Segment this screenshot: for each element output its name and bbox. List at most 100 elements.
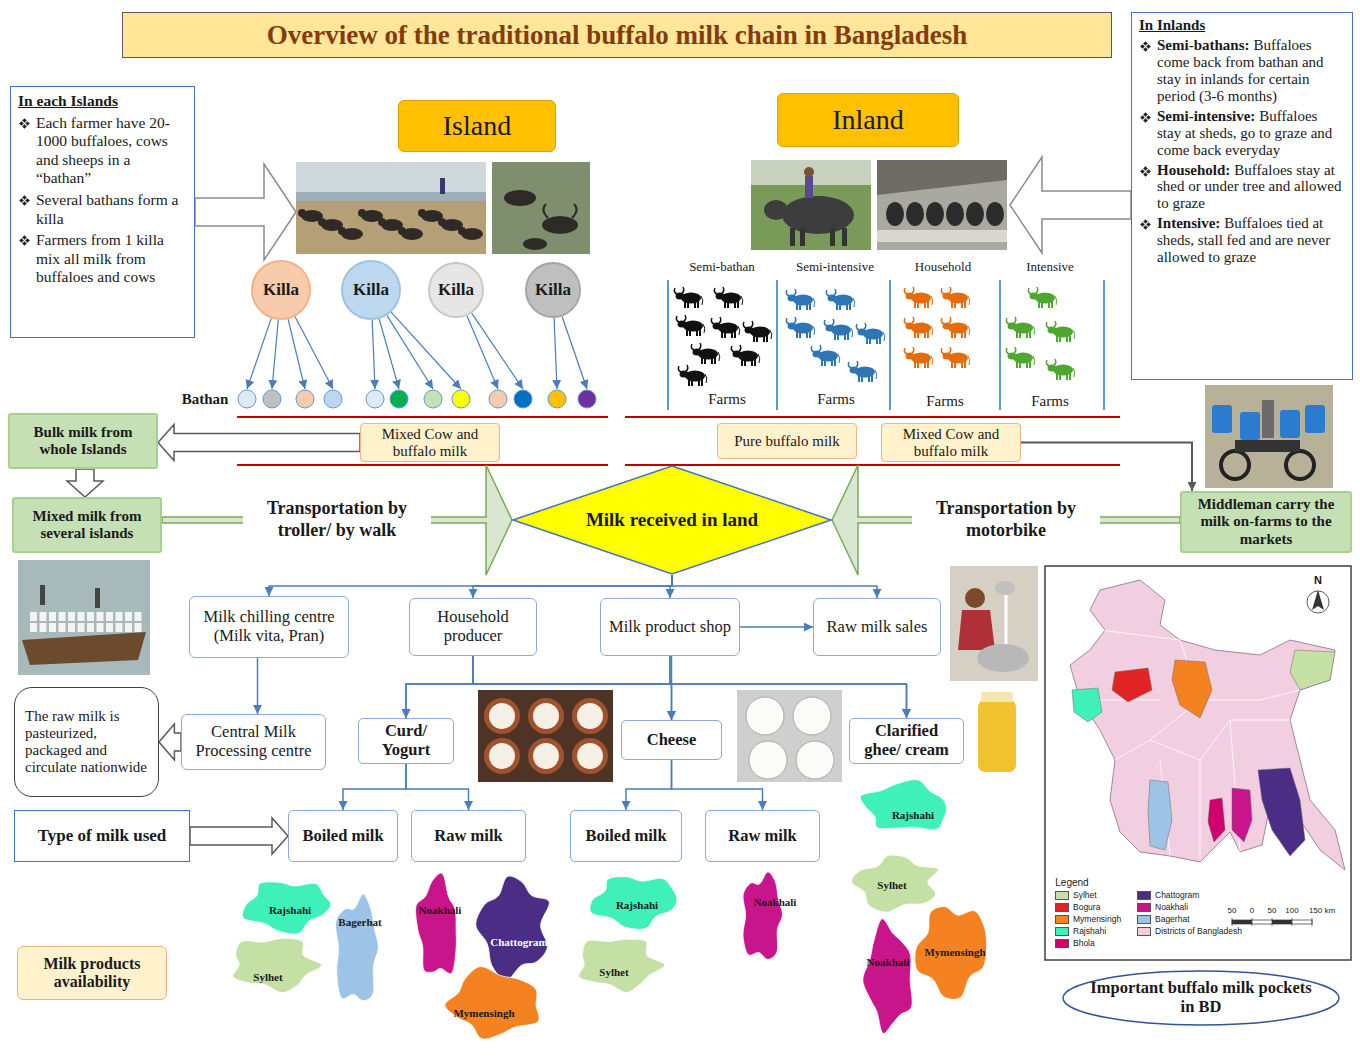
buffalo-leg [686,329,688,336]
photo-pot [572,698,608,734]
buffalo-leg [924,361,926,368]
connector-arrow [1021,443,1192,492]
process-box: Milk chilling centre (Milk vita, Pran) [189,596,349,658]
bathan-circle [296,390,314,408]
buffalo-leg [954,331,956,338]
district-shape [233,938,322,992]
photo-pot [528,698,564,734]
column-line [776,280,778,410]
callout-heading: In Inlands [1139,17,1345,34]
node-text: The raw milk is pasteurized, packaged an… [25,708,148,777]
buffalo-icon [941,287,969,308]
connector-arrow [406,764,469,810]
bathan-circle [548,390,566,408]
photo-can [1240,412,1260,440]
buffalo-icon [848,361,876,382]
milk-use-box: Boiled milk [570,810,682,862]
buffalo-leg [1019,361,1021,368]
node-text: Island [443,110,511,142]
collection-box: Bulk milk from whole Islands [8,413,158,469]
north-arrow-label: N [1314,574,1322,586]
node-text: Central Milk Processing centre [187,723,320,761]
buffalo-leg [1038,301,1040,308]
legend-swatch [1137,927,1151,936]
photo [737,690,842,782]
buffalo-horns [1046,321,1055,328]
buffalo-tail [738,326,740,335]
buffalo-leg [697,301,699,308]
buffalo-tail [968,326,970,335]
district-label: Sylhet [253,971,282,983]
photo-lid [981,692,1013,702]
callout-arrow [195,164,296,260]
node-text: Household producer [415,608,531,646]
buffalo-leg [724,331,726,338]
bullet-part [25,238,30,243]
node-text: Milk chilling centre (Milk vita, Pran) [195,608,343,646]
killa-link [295,317,333,389]
buffalo-horns [904,317,913,324]
node-text: Boiled milk [585,827,666,846]
bathan-circle [390,390,408,408]
callout-arrow [1010,157,1131,253]
bullet-item: Each farmer have 20-1000 buffaloes, cows… [18,114,187,188]
photo-cheese [749,741,787,779]
bullet-part [1146,169,1151,174]
bullet-part [22,124,27,129]
photo-person [805,176,813,198]
buffalo-leg [806,331,808,338]
district-shape [1172,660,1212,718]
district-label: Mymensingh [924,946,985,958]
photo-buffalo [986,202,1004,226]
photo-can [125,612,132,621]
connector-arrow [343,764,406,810]
bullet-part [19,198,24,203]
killa-circle: Killa [341,260,401,320]
buffalo-leg [1056,373,1058,380]
bullet-part [22,241,27,246]
buffalo-leg [1016,361,1018,368]
killa-link [272,320,278,389]
photo-curd [489,703,515,729]
buffalo-leg [1066,373,1068,380]
killa-link [372,320,375,389]
photo-can [116,623,123,632]
district-shape [590,877,677,930]
legend-swatch [1137,891,1151,900]
connector-arrow [406,656,670,718]
legend-text: Bogura [1073,902,1100,912]
process-box: Central Milk Processing centre [181,714,326,770]
connector-arrow [406,656,473,718]
scale-label: 0 [1250,907,1254,916]
connector-label: Transportation by motorbike [912,498,1100,541]
buffalo-icon [1046,359,1074,380]
buffalo-leg [927,361,929,368]
connector-arrow [670,656,907,718]
buffalo-icon [743,321,771,342]
buffalo-horns [731,345,740,352]
legend-item: Districts of Bangladesh [1137,926,1242,936]
buffalo-leg [834,359,836,366]
photo-person-head [804,167,814,177]
district-label: Noakhali [419,904,462,916]
buffalo-leg [914,361,916,368]
bullet-part [1143,118,1148,123]
bathan-circle [424,390,442,408]
buffalo-leg [809,331,811,338]
bullet-symbol [1140,166,1151,177]
buffalo-leg [694,301,696,308]
photo-buffalo [946,202,964,226]
row-header-box: Type of milk used [14,810,190,862]
column-line [889,280,891,410]
collection-box: Middleman carry the milk on-farms to the… [1180,491,1352,553]
photo-leg [842,228,847,246]
buffalo-leg [914,301,916,308]
buffalo-leg [688,379,690,386]
milk-type-box: Mixed Cow and buffalo milk [360,423,500,462]
callout-text: Each farmer have 20-1000 buffaloes, cows… [36,114,170,187]
legend-item: Sylhet [1055,890,1097,900]
connector-arrow [671,656,673,720]
buffalo-leg [876,337,878,344]
buffalo-leg [839,303,841,310]
photo-can [1305,405,1325,433]
